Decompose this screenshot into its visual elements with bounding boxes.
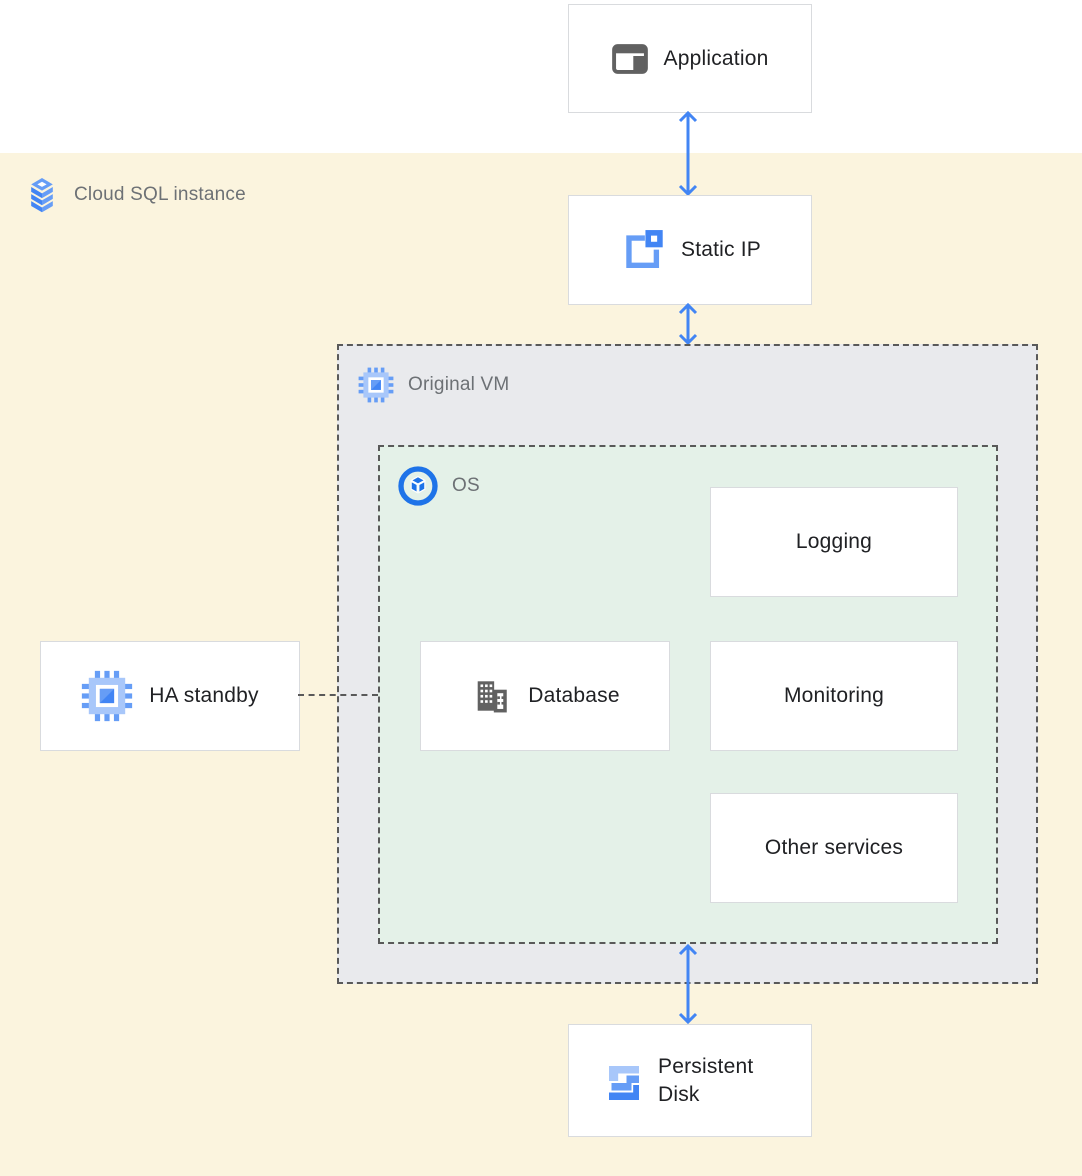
edge-hastandby-os [298, 694, 378, 696]
other-services-label: Other services [764, 836, 904, 859]
persistent-disk-icon [604, 1059, 644, 1103]
persistent-disk-node: Persistent Disk [568, 1024, 812, 1137]
edge-staticip-vm [675, 301, 701, 347]
original-vm-tag: Original VM [358, 367, 509, 403]
compute-engine-icon [358, 367, 394, 403]
compute-engine-icon [81, 670, 133, 722]
os-label: OS [452, 475, 480, 496]
persistent-disk-label: Persistent Disk [658, 1055, 754, 1106]
static-ip-label: Static IP [681, 238, 761, 261]
database-building-icon [470, 675, 512, 717]
edge-os-persistentdisk [675, 942, 701, 1026]
monitoring-node: Monitoring [710, 641, 958, 751]
edge-application-staticip [675, 109, 701, 198]
ha-standby-node: HA standby [40, 641, 300, 751]
os-icon [398, 466, 438, 506]
static-ip-node: Static IP [568, 195, 812, 305]
application-icon [611, 43, 648, 74]
external-ip-icon [619, 227, 665, 273]
original-vm-label: Original VM [408, 374, 510, 395]
application-label: Application [663, 46, 769, 70]
other-services-node: Other services [710, 793, 958, 903]
cloud-sql-instance-tag: Cloud SQL instance [24, 176, 246, 214]
logging-node: Logging [710, 487, 958, 597]
cloud-sql-icon [24, 176, 60, 214]
application-node: Application [568, 4, 812, 113]
ha-standby-label: HA standby [149, 684, 259, 707]
monitoring-label: Monitoring [783, 684, 885, 707]
logging-label: Logging [795, 530, 873, 553]
os-tag: OS [398, 466, 480, 506]
cloud-sql-instance-label: Cloud SQL instance [74, 184, 246, 205]
database-label: Database [528, 684, 620, 707]
database-node: Database [420, 641, 670, 751]
